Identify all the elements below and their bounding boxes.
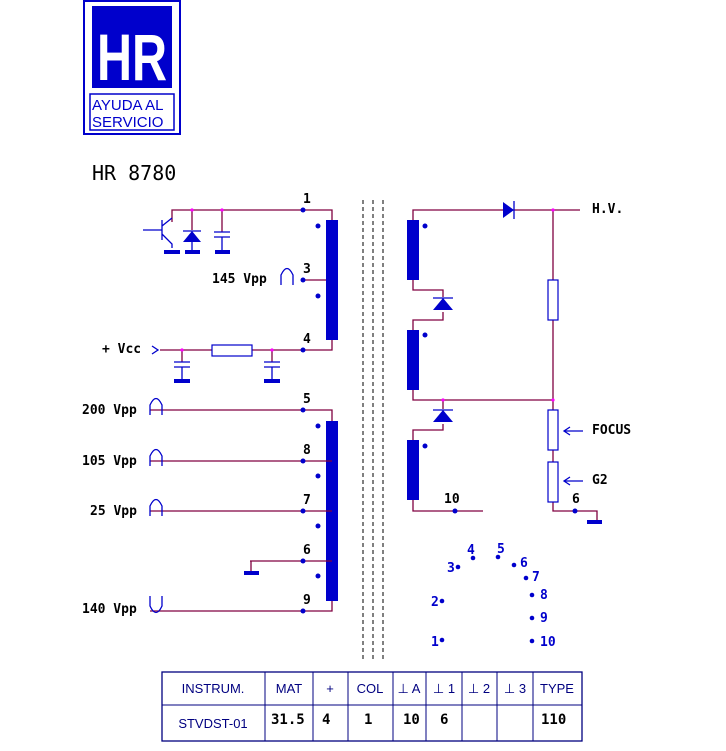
socket-pin: 6 [520, 556, 528, 571]
socket-pin: 7 [532, 570, 540, 585]
socket-pin: 1 [431, 635, 439, 650]
primary-winding [143, 207, 338, 383]
logo-letters: HR [97, 20, 167, 94]
crt-socket: 1 2 3 4 5 6 7 8 9 10 [431, 542, 556, 650]
socket-pin: 10 [540, 635, 556, 650]
pin-9-label: 9 [303, 593, 311, 608]
table-header: TYPE [540, 681, 574, 696]
logo-line2: SERVICIO [92, 114, 163, 131]
focus-label: FOCUS [592, 423, 631, 438]
socket-pin: 8 [540, 588, 548, 603]
table-header: ⊥ 3 [504, 681, 526, 696]
signal-25vpp: 25 Vpp [90, 504, 137, 519]
socket-pin: 2 [431, 595, 439, 610]
table-header: ⊥ 2 [468, 681, 490, 696]
socket-pin: 9 [540, 611, 548, 626]
table-cell: 31.5 [271, 712, 305, 728]
pin-3-label: 3 [303, 262, 311, 277]
table-cell: 10 [403, 712, 420, 728]
socket-pin: 5 [497, 542, 505, 557]
transformer-core [362, 200, 384, 660]
g2-label: G2 [592, 473, 608, 488]
signal-105vpp: 105 Vpp [82, 454, 137, 469]
table-header: MAT [276, 681, 303, 696]
pin-10-label: 10 [444, 492, 460, 507]
pin-7-label: 7 [303, 493, 311, 508]
pin-8-label: 8 [303, 443, 311, 458]
pin-1-label: 1 [303, 192, 311, 207]
hv-label: H.V. [592, 202, 623, 217]
table-header: + [326, 681, 334, 696]
pin-4-label: 4 [303, 332, 311, 347]
pin-6-label: 6 [303, 543, 311, 558]
logo-line1: AYUDA AL [92, 97, 163, 114]
logo: HR AYUDA AL SERVICIO [83, 0, 181, 135]
pin-6-hv-label: 6 [572, 492, 580, 507]
signal-140vpp: 140 Vpp [82, 602, 137, 617]
model-title: HR 8780 [92, 161, 176, 185]
table-cell: 110 [541, 712, 566, 728]
table-cell: 6 [440, 712, 448, 728]
signal-145vpp: 145 Vpp [212, 272, 267, 287]
socket-pin: 3 [447, 561, 455, 576]
signal-200vpp: 200 Vpp [82, 403, 137, 418]
hv-winding [407, 201, 602, 524]
table-header: ⊥ A [398, 681, 421, 696]
table-header: COL [357, 681, 384, 696]
spec-table: INSTRUM. MAT + COL ⊥ A ⊥ 1 ⊥ 2 ⊥ 3 TYPE … [161, 671, 583, 742]
table-cell: 4 [322, 712, 330, 728]
secondary-winding [149, 397, 338, 614]
vcc-label: + Vcc [102, 342, 141, 357]
pin-5-label: 5 [303, 392, 311, 407]
socket-pin: 4 [467, 543, 475, 558]
table-header: INSTRUM. [182, 681, 245, 696]
table-header: ⊥ 1 [433, 681, 455, 696]
table-cell: STVDST-01 [178, 716, 247, 731]
table-cell: 1 [364, 712, 372, 728]
